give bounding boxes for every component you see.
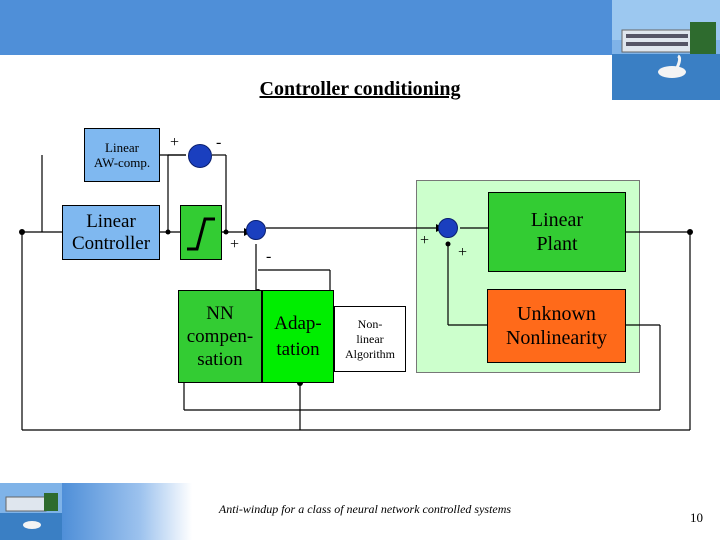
footer-text: Anti-windup for a class of neural networ… [218,502,512,516]
nonlinear-line3: Algorithm [345,346,395,361]
linear-plant-block: Linear Plant [488,192,626,272]
aw-line2: AW-comp. [93,155,151,170]
plant-plus-sign-1: + [420,232,430,249]
adaptation-block: Adap- tation [262,290,334,383]
nonlinearity-line1: Unknown [517,303,596,325]
nonlinear-algorithm-block: Non- linear Algorithm [334,306,406,372]
aw-summing-junction [188,144,212,168]
plant-plus-sign-2: + [458,244,468,261]
nonlinear-line1: Non- [357,316,383,331]
saturation-icon [187,217,215,250]
plant-line2: Plant [536,233,578,255]
nn-line3: sation [197,349,243,370]
plant-line1: Linear [530,209,584,231]
campus-photo-icon [0,483,62,540]
controller-line2: Controller [71,232,151,254]
nonlinearity-line2: Nonlinearity [505,327,608,349]
saturation-plus-sign: + [230,236,240,253]
saturation-block [180,205,222,260]
linear-controller-block: Linear Controller [62,205,160,260]
campus-photo-icon [612,0,720,100]
aw-plus-sign: + [170,134,180,151]
saturation-summing-junction [246,220,266,240]
page-number: 10 [690,510,703,525]
controller-line1: Linear [86,210,136,232]
nonlinear-line2: linear [356,331,384,346]
footer-bar [62,483,720,540]
page-title: Controller conditioning [259,78,461,100]
linear-aw-comp-block: Linear AW-comp. [84,128,160,182]
nn-line2: compen- [186,326,254,347]
adaptation-line2: tation [276,338,320,360]
aw-minus-sign: - [216,134,222,151]
nn-line1: NN [206,303,234,324]
saturation-minus-sign: - [266,248,272,265]
adaptation-line1: Adap- [274,312,322,334]
plant-summing-junction [438,218,458,238]
header-bar [0,0,612,55]
aw-line1: Linear [105,140,139,155]
nn-compensation-block: NN compen- sation [178,290,262,383]
unknown-nonlinearity-block: Unknown Nonlinearity [487,289,626,363]
